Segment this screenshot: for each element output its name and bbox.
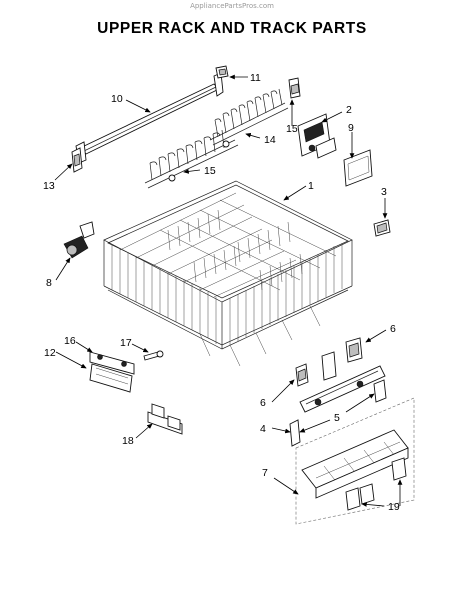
track-roller-bracket-right — [345, 337, 363, 363]
callout-15-lower: 15 — [204, 165, 216, 177]
callout-10: 10 — [111, 93, 123, 105]
callout-18: 16 — [64, 335, 76, 347]
watermark: AppliancePartsPros.com — [190, 2, 274, 10]
bottom-bracket — [147, 403, 183, 435]
track-stop-clip-top — [215, 65, 229, 79]
callout-6-upper: 6 — [390, 323, 396, 335]
callout-14: 14 — [264, 134, 276, 146]
callout-8: 8 — [46, 277, 52, 289]
callout-15-upper: 15 — [286, 123, 298, 135]
upper-rack-basket — [103, 180, 353, 367]
rack-handle-assembly — [89, 351, 135, 393]
callout-17: 19 — [388, 501, 400, 513]
lower-track-assembly — [295, 351, 386, 413]
rack-roller-assembly — [63, 221, 95, 259]
callout-13: 13 — [43, 180, 55, 192]
callout-6-lower: 6 — [260, 397, 266, 409]
rack-clip — [373, 219, 391, 237]
callout-4: 4 — [260, 423, 266, 435]
cutlery-tray — [295, 397, 415, 525]
rail-end-cap — [71, 147, 83, 173]
rack-adjuster-assembly — [297, 113, 337, 159]
leader-lines — [54, 74, 403, 507]
callout-11: 12 — [44, 347, 56, 359]
page-title: UPPER RACK AND TRACK PARTS — [97, 20, 367, 37]
callout-5: 5 — [334, 412, 340, 424]
callout-2: 2 — [346, 104, 352, 116]
callout-labels: 11 10 13 15 2 9 14 15 1 3 8 6 16 17 12 6… — [43, 72, 400, 513]
handle-pin — [143, 350, 164, 361]
tine-pivot-clip — [288, 77, 301, 99]
track-clip-left — [289, 419, 301, 447]
callout-9: 9 — [348, 122, 354, 134]
adjuster-cover — [343, 149, 373, 187]
tine-row-front — [144, 129, 239, 189]
upper-track-rail — [75, 72, 224, 164]
callout-1: 1 — [308, 180, 314, 192]
callout-16: 18 — [122, 435, 134, 447]
callout-19: 17 — [120, 337, 132, 349]
track-end-clip — [373, 379, 387, 403]
tray-clips — [345, 457, 407, 511]
callout-12: 11 — [250, 72, 261, 84]
tine-row-rear — [209, 88, 289, 146]
callout-3: 3 — [381, 186, 387, 198]
callout-7: 7 — [262, 467, 268, 479]
